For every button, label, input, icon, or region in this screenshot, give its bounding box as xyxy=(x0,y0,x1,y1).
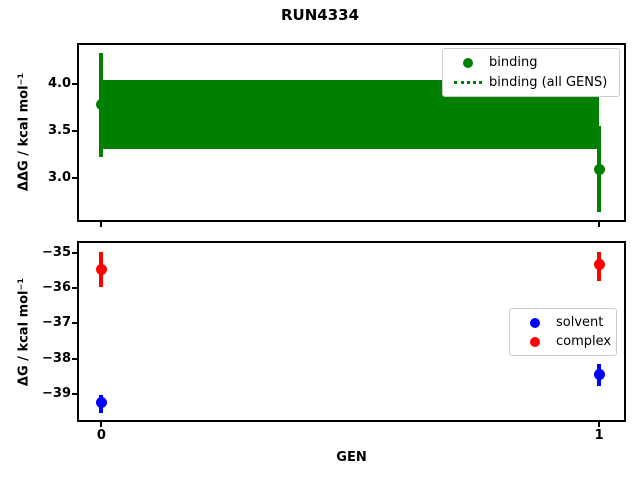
dg-ytick-mark xyxy=(72,322,77,325)
figure-title: RUN4334 xyxy=(280,6,360,24)
dg-ytick-mark xyxy=(72,287,77,290)
ddg-ytick-mark xyxy=(72,82,77,85)
dg-xtick-mark xyxy=(598,422,601,427)
legend-item-solvent: solvent xyxy=(510,313,616,332)
legend-label-binding: binding xyxy=(489,55,538,71)
legend-marker-area xyxy=(453,57,483,68)
legend-label-solvent: solvent xyxy=(556,315,604,330)
solvent-dot-icon xyxy=(530,317,540,328)
axes-ddg xyxy=(77,43,626,222)
ddg-ytick-label: 3.0 xyxy=(47,169,71,185)
dg-xtick-mark xyxy=(100,422,103,427)
dg-ytick-mark xyxy=(72,251,77,254)
dg-ytick-label: −35 xyxy=(42,244,71,260)
dg-xtick-label: 0 xyxy=(96,428,106,443)
dg-ytick-mark xyxy=(72,357,77,360)
ddg-xtick-mark xyxy=(598,222,601,227)
dg-ytick-mark xyxy=(72,392,77,395)
solvent-point-gen1 xyxy=(593,369,605,381)
legend-dg: solvent complex xyxy=(509,308,617,356)
complex-dot-icon xyxy=(530,336,540,347)
ddg-xtick-mark xyxy=(100,222,103,227)
legend-label-complex: complex xyxy=(556,334,612,349)
ddg-ytick-mark xyxy=(72,129,77,132)
legend-item-binding: binding xyxy=(443,53,619,72)
binding-point-gen0 xyxy=(95,98,107,110)
legend-marker-area xyxy=(520,336,550,347)
legend-item-complex: complex xyxy=(510,332,616,351)
ddg-ytick-mark xyxy=(72,176,77,179)
legend-ddg: binding binding (all GENS) xyxy=(442,48,620,97)
legend-marker-area xyxy=(453,80,483,84)
binding-point-gen1 xyxy=(593,163,605,175)
binding-all-gens-dotted-line-icon xyxy=(454,80,482,84)
ddg-ytick-label: 3.5 xyxy=(47,122,71,138)
binding-dot-icon xyxy=(463,57,473,68)
complex-point-gen1 xyxy=(593,259,605,271)
dg-ytick-label: −36 xyxy=(42,280,71,296)
ddg-ytick-label: 4.0 xyxy=(47,75,71,91)
x-axis-label: GEN xyxy=(336,450,367,465)
dg-ytick-label: −39 xyxy=(42,385,71,401)
solvent-point-gen0 xyxy=(95,397,107,409)
dg-ytick-label: −38 xyxy=(42,350,71,366)
legend-item-binding-all-gens: binding (all GENS) xyxy=(443,73,619,92)
dg-ytick-label: −37 xyxy=(42,315,71,331)
legend-marker-area xyxy=(520,317,550,328)
axes-dg xyxy=(77,241,626,422)
complex-point-gen0 xyxy=(95,264,107,276)
dg-xtick-label: 1 xyxy=(594,428,604,443)
legend-label-binding-all-gens: binding (all GENS) xyxy=(489,74,608,90)
